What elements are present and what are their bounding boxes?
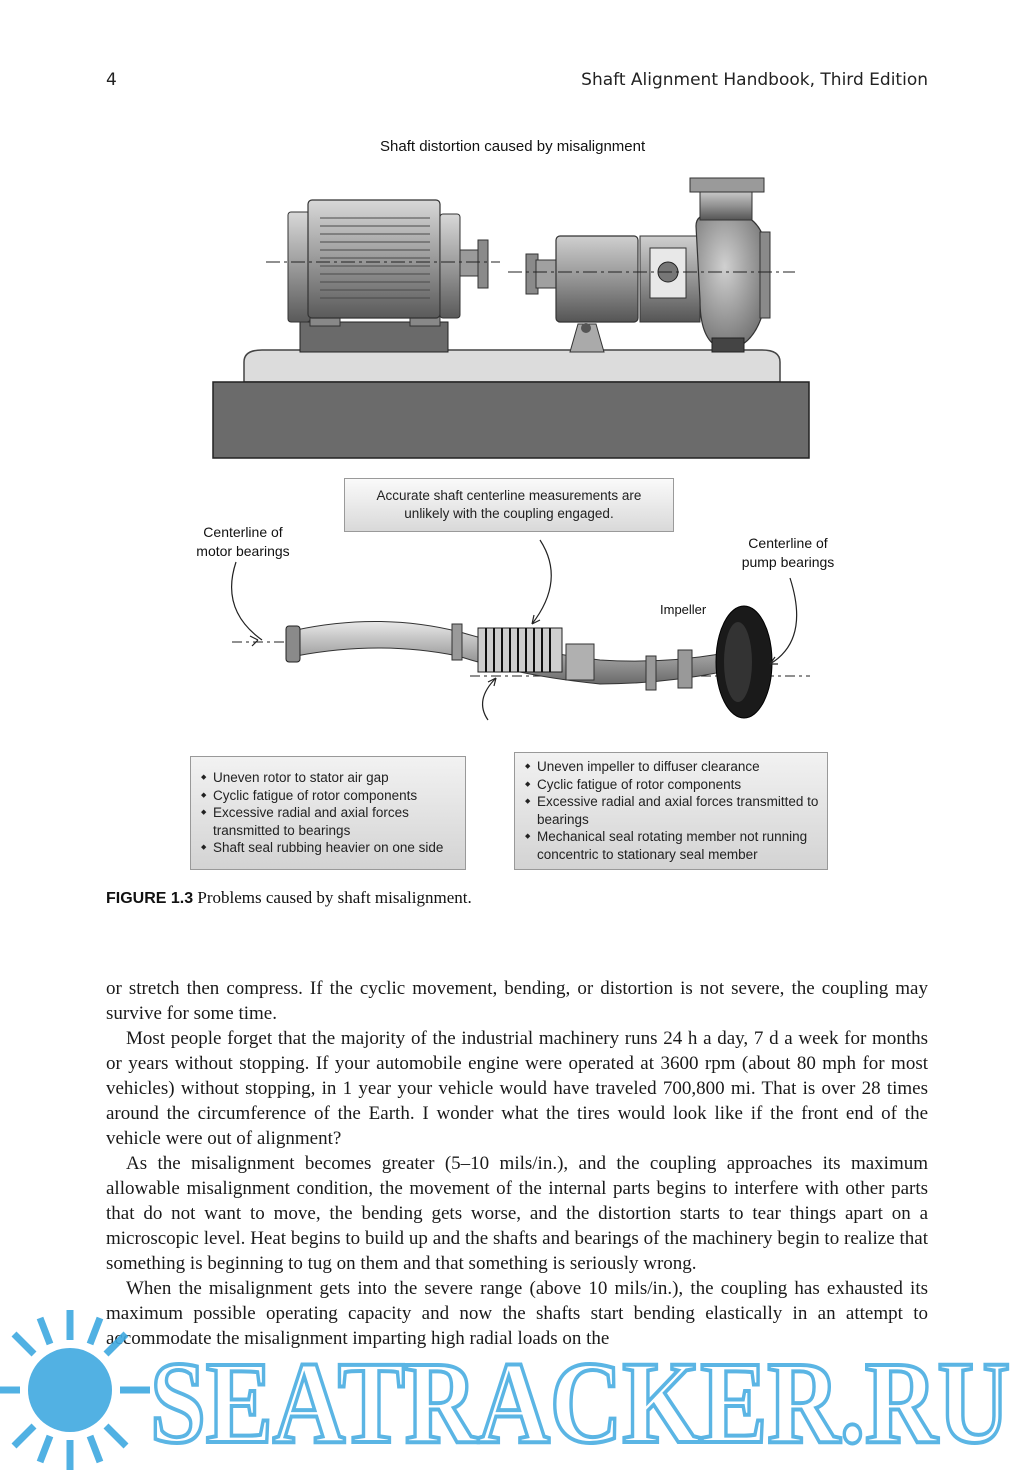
list-item: Uneven impeller to diffuser clearance — [525, 758, 823, 776]
list-item: Shaft seal rubbing heavier on one side — [201, 839, 457, 857]
coupling — [477, 627, 563, 673]
list-item: Cyclic fatigue of rotor components — [201, 787, 457, 805]
bent-shaft — [232, 605, 810, 719]
figure-top-title: Shaft distortion caused by misalignment — [380, 138, 646, 155]
paragraph: When the misalignment gets into the seve… — [106, 1278, 928, 1349]
pump-problems-box: Uneven impeller to diffuser clearance Cy… — [514, 752, 828, 870]
pump-centerline-label: Centerline of pump bearings — [741, 535, 835, 570]
figure-caption: FIGURE 1.3 Problems caused by shaft misa… — [106, 888, 472, 908]
running-header: Shaft Alignment Handbook, Third Edition — [581, 70, 928, 90]
machinery-illustration — [212, 177, 810, 721]
paragraph: or stretch then compress. If the cyclic … — [106, 978, 928, 1024]
callout-arrows — [231, 539, 798, 721]
coupling-note: Accurate shaft centerline measurements a… — [344, 478, 674, 532]
motor-problems-box: Uneven rotor to stator air gap Cyclic fa… — [190, 756, 466, 870]
watermark: SEATRACKER.RU — [0, 1310, 1012, 1470]
paragraph: As the misalignment becomes greater (5–1… — [106, 1153, 928, 1274]
list-item: Excessive radial and axial forces transm… — [201, 804, 457, 839]
watermark-text: SEATRACKER.RU — [150, 1337, 1010, 1468]
base-plate — [212, 349, 810, 459]
pump — [525, 177, 771, 353]
list-item: Uneven rotor to stator air gap — [201, 769, 457, 787]
impeller-label: Impeller — [660, 602, 707, 617]
figure-label: FIGURE 1.3 — [106, 890, 194, 907]
list-item: Mechanical seal rotating member not runn… — [525, 828, 823, 863]
sun-logo-icon — [0, 1310, 150, 1470]
figure-caption-text: Problems caused by shaft misalignment. — [197, 888, 472, 907]
body-text: or stretch then compress. If the cyclic … — [106, 976, 928, 1351]
motor-centerline-label: Centerline of motor bearings — [196, 524, 290, 559]
list-item: Excessive radial and axial forces transm… — [525, 793, 823, 828]
page-number: 4 — [106, 70, 117, 90]
motor — [287, 199, 489, 353]
list-item: Cyclic fatigue of rotor components — [525, 776, 823, 794]
paragraph: Most people forget that the majority of … — [106, 1028, 928, 1149]
